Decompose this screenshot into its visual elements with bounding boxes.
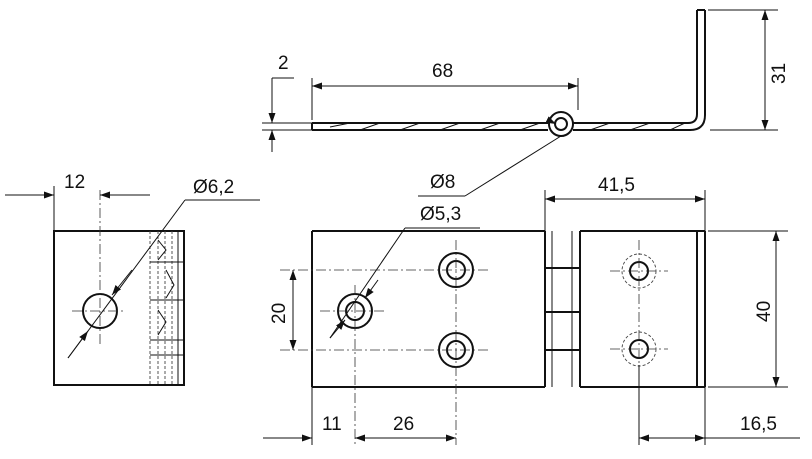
dim-16-5-label: 16,5 (740, 414, 777, 435)
dim-hole-label: Ø5,3 (420, 204, 461, 225)
dim-31-label: 31 (769, 63, 790, 84)
profile-knuckle (548, 111, 574, 137)
side-view: 12 Ø6,2 (5, 172, 260, 386)
dim-40-label: 40 (754, 301, 775, 322)
dim-pin-label: Ø8 (430, 172, 455, 193)
dim-12-label: 12 (64, 172, 85, 193)
dim-41-5-label: 41,5 (598, 175, 635, 196)
side-outline (53, 230, 185, 386)
front-left-leaf (311, 230, 545, 388)
profile-bent-leaf (573, 9, 706, 131)
front-knuckles (544, 231, 581, 387)
profile-leaf (311, 122, 548, 131)
dim-26-label: 26 (393, 414, 414, 435)
dim-side-hole-label: Ø6,2 (193, 177, 234, 198)
dim-11-label: 11 (322, 414, 342, 435)
profile-pin (554, 117, 568, 131)
front-view: 20 40 41,5 Ø8 Ø5,3 11 26 16,5 (263, 116, 800, 445)
front-right-leaf (580, 230, 706, 388)
dim-20-label: 20 (269, 303, 290, 324)
dim-68-label: 68 (432, 61, 453, 82)
dim-2-label: 2 (278, 53, 289, 74)
top-profile-view: 68 2 31 (262, 9, 790, 152)
